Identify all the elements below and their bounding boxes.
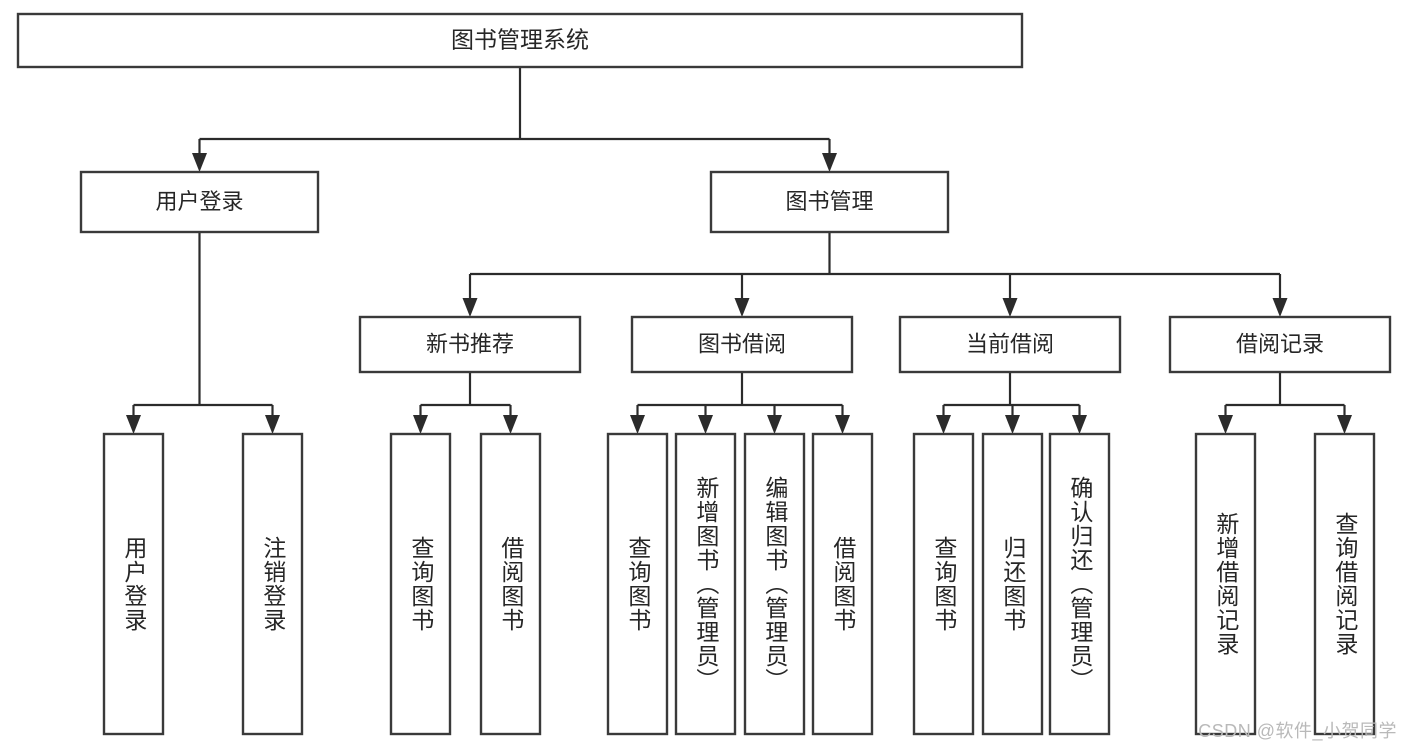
arrow-head-l2-3-to-leaves-1 xyxy=(1337,415,1352,434)
level1-label-图书管理: 图书管理 xyxy=(785,189,873,214)
leaf-box-查询图书[interactable] xyxy=(389,432,452,736)
level2-label-图书借阅: 图书借阅 xyxy=(698,331,786,356)
leaf-box-借阅图书[interactable] xyxy=(811,432,874,736)
arrow-head-l2-0-to-leaves-1 xyxy=(503,415,518,434)
level2-box-借阅记录[interactable] xyxy=(1168,315,1392,374)
arrow-head-l2-1-to-leaves-0 xyxy=(630,415,645,434)
arrow-head-login-to-leaves-0 xyxy=(126,415,141,434)
arrow-head-l2-3-to-leaves-0 xyxy=(1218,415,1233,434)
leaf-box-新增借阅记录[interactable] xyxy=(1194,432,1257,736)
level2-box-新书推荐[interactable] xyxy=(358,315,582,374)
leaf-box-查询图书[interactable] xyxy=(912,432,975,736)
level2-box-图书借阅[interactable] xyxy=(630,315,854,374)
arrow-head-login-to-leaves-1 xyxy=(265,415,280,434)
connector-layer xyxy=(126,67,1352,434)
level1-box-用户登录[interactable] xyxy=(79,170,320,234)
node-box-layer xyxy=(16,12,1392,736)
arrow-head-l2-2-to-leaves-2 xyxy=(1072,415,1087,434)
leaf-box-确认归还管理员[interactable] xyxy=(1048,432,1111,736)
leaf-box-查询图书[interactable] xyxy=(606,432,669,736)
arrow-head-l2-1-to-leaves-3 xyxy=(835,415,850,434)
leaf-box-查询借阅记录[interactable] xyxy=(1313,432,1376,736)
leaf-box-注销登录[interactable] xyxy=(241,432,304,736)
arrow-head-l2-0-to-leaves-0 xyxy=(413,415,428,434)
arrow-head-l2-1-to-leaves-2 xyxy=(767,415,782,434)
root-box-图书管理系统[interactable] xyxy=(16,12,1024,69)
watermark-text: CSDN @软件_小贺同学 xyxy=(1198,721,1397,741)
arrow-head-root-to-level1-1 xyxy=(822,153,837,172)
level1-box-图书管理[interactable] xyxy=(709,170,950,234)
level1-label-用户登录: 用户登录 xyxy=(155,189,243,214)
leaf-box-新增图书管理员[interactable] xyxy=(674,432,737,736)
arrow-head-l2-2-to-leaves-0 xyxy=(936,415,951,434)
arrow-head-l2-2-to-leaves-1 xyxy=(1005,415,1020,434)
level2-label-新书推荐: 新书推荐 xyxy=(426,331,514,356)
leaf-box-归还图书[interactable] xyxy=(981,432,1044,736)
root-label-图书管理系统: 图书管理系统 xyxy=(451,27,589,53)
level2-label-借阅记录: 借阅记录 xyxy=(1236,331,1324,356)
leaf-box-借阅图书[interactable] xyxy=(479,432,542,736)
leaf-box-用户登录[interactable] xyxy=(102,432,165,736)
leaf-box-编辑图书管理员[interactable] xyxy=(743,432,806,736)
arrow-head-manage-to-level2-2 xyxy=(1002,298,1018,317)
arrow-head-manage-to-level2-1 xyxy=(734,298,750,317)
arrow-head-root-to-level1-0 xyxy=(192,153,207,172)
level2-box-当前借阅[interactable] xyxy=(898,315,1122,374)
arrow-head-manage-to-level2-0 xyxy=(462,298,478,317)
arrow-head-manage-to-level2-3 xyxy=(1272,298,1288,317)
level2-label-当前借阅: 当前借阅 xyxy=(966,331,1054,356)
arrow-head-l2-1-to-leaves-1 xyxy=(698,415,713,434)
